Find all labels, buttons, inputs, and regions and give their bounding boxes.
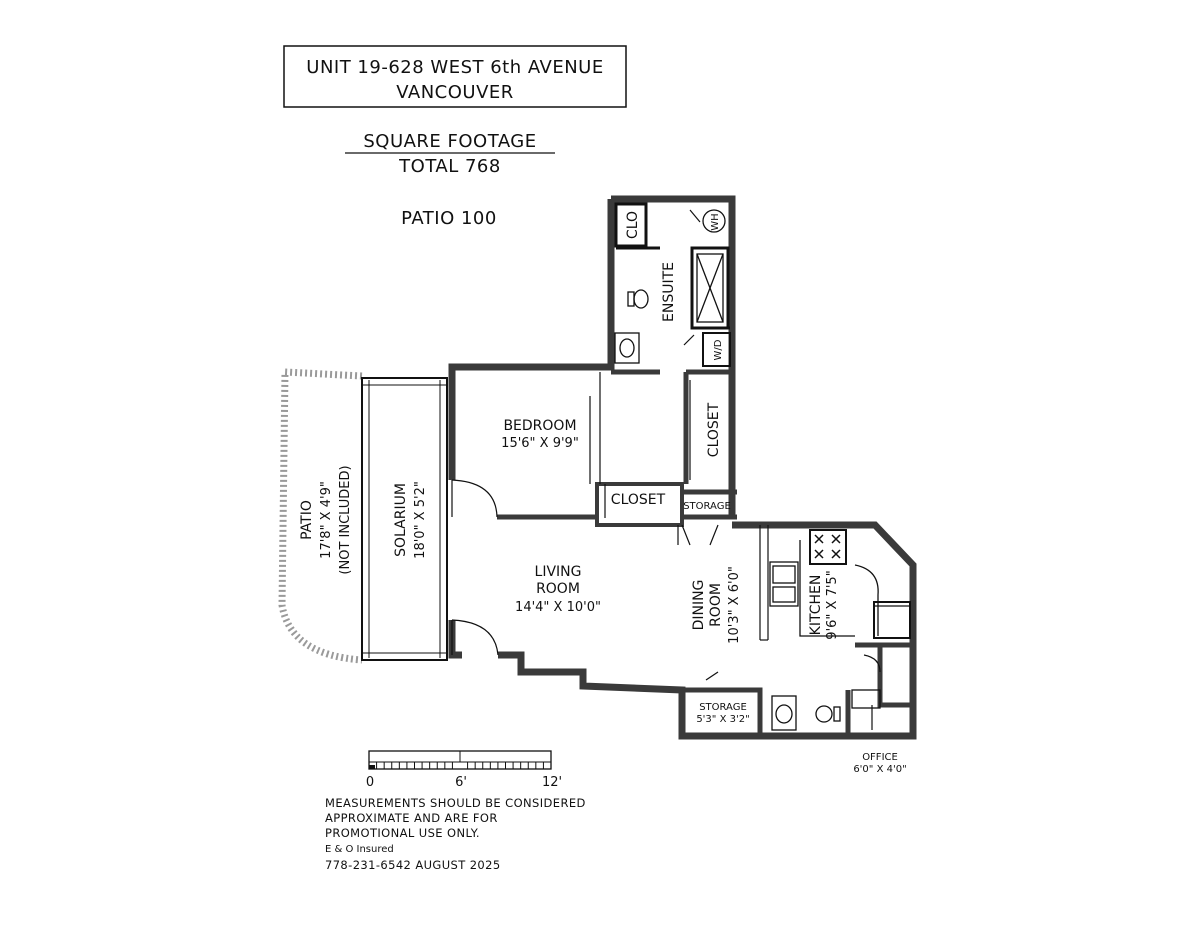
note-line-1: MEASUREMENTS SHOULD BE CONSIDERED (325, 796, 586, 810)
living-dim: 14'4" X 10'0" (515, 600, 601, 615)
clo-label: CLO (625, 211, 641, 239)
interior-walls (497, 369, 913, 736)
office-label: OFFICE (862, 752, 898, 763)
patio-outline (278, 368, 363, 664)
kitchen-fixtures (769, 529, 911, 639)
title-box (283, 45, 627, 108)
scale-bar (368, 750, 552, 770)
wh-label: WH (710, 213, 721, 230)
title-line-1: UNIT 19-628 WEST 6th AVENUE (306, 57, 603, 78)
note-line-4: E & O Insured (325, 844, 394, 855)
dining-dim: 10'3" X 6'0" (727, 566, 742, 644)
living-label-1: LIVING (535, 564, 582, 580)
lower-bath-fixtures (771, 689, 881, 731)
sqft-heading: SQUARE FOOTAGE (363, 131, 536, 152)
solarium-walls (361, 377, 448, 661)
door-swings (451, 209, 881, 730)
wd-label: W/D (713, 339, 724, 360)
patio-sqft: PATIO 100 (401, 208, 497, 229)
storage-label: STORAGE (699, 702, 747, 713)
patio-label: PATIO (299, 500, 315, 540)
bedroom-label: BEDROOM (503, 418, 576, 434)
dining-label-2: ROOM (708, 583, 724, 627)
storage-dim: 5'3" X 3'2" (696, 714, 749, 725)
scale-tick-12: 12' (542, 775, 562, 790)
closet-lower-label: CLOSET (611, 492, 666, 508)
storage-small-label: STORAGE (683, 501, 731, 512)
bedroom-dim: 15'6" X 9'9" (501, 436, 579, 451)
note-line-3: PROMOTIONAL USE ONLY. (325, 826, 480, 840)
thin-lines (589, 372, 769, 641)
living-label-2: ROOM (536, 581, 580, 597)
dining-label-1: DINING (691, 580, 707, 631)
scale-tick-6: 6' (455, 775, 467, 790)
exterior-walls (448, 195, 917, 740)
solarium-dim: 18'0" X 5'2" (413, 481, 428, 559)
ensuite-label: ENSUITE (661, 262, 677, 322)
solarium-label: SOLARIUM (393, 483, 409, 557)
ensuite-fixtures (614, 202, 731, 367)
kitchen-label: KITCHEN (808, 575, 824, 636)
kitchen-dim: 9'6" X 7'5" (825, 570, 840, 639)
title-line-2: VANCOUVER (396, 82, 514, 103)
patio-note: (NOT INCLUDED) (338, 465, 353, 574)
scale-tick-0: 0 (366, 775, 374, 790)
note-line-5: 778-231-6542 AUGUST 2025 (325, 858, 501, 872)
sqft-total: TOTAL 768 (398, 156, 501, 177)
note-line-2: APPROXIMATE AND ARE FOR (325, 811, 498, 825)
office-dim: 6'0" X 4'0" (853, 764, 906, 775)
patio-dim: 17'8" X 4'9" (319, 481, 334, 559)
closet-right-label: CLOSET (706, 402, 722, 457)
